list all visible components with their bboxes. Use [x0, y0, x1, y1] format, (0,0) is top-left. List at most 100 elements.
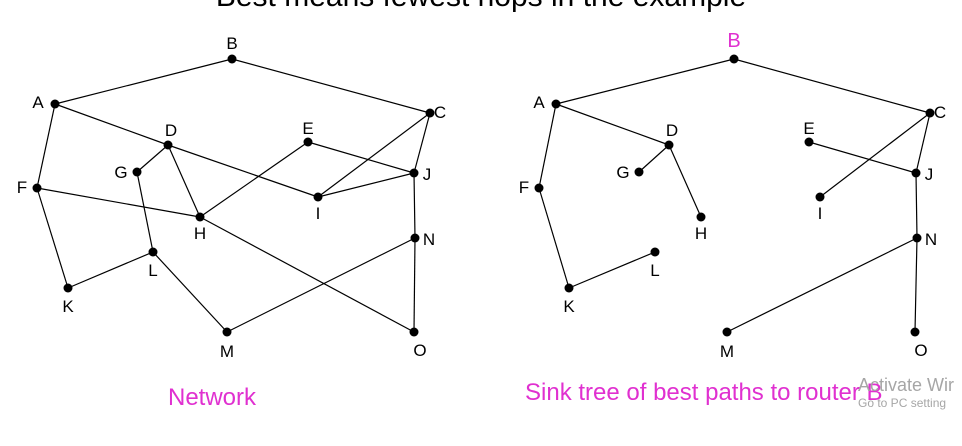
sink-tree-node-a	[551, 99, 561, 109]
network-node-m	[222, 327, 232, 337]
sink-tree-node-j	[911, 168, 921, 178]
network-node-d	[163, 140, 173, 150]
sink-tree-node-f	[534, 183, 544, 193]
sink-tree-node-l	[650, 247, 660, 257]
sink-tree-node-h	[696, 212, 706, 222]
network-edge-d-i	[167, 144, 319, 198]
sink-tree-edge-c-j	[915, 112, 931, 174]
sink-tree-edge-j-n	[915, 172, 918, 239]
sink-tree-edge-m-n	[726, 237, 918, 333]
sink-tree-edge-a-b	[555, 58, 735, 105]
network-label-e: E	[302, 119, 313, 138]
sink-tree-edge-d-h	[668, 144, 702, 218]
network-node-g	[132, 167, 142, 177]
network-edge-h-o	[199, 216, 415, 333]
sink-tree-edge-e-j	[808, 141, 917, 174]
network-label-f: F	[17, 178, 27, 197]
network-node-o	[409, 327, 419, 337]
network-edge-e-j	[307, 141, 415, 174]
network-label-g: G	[114, 163, 127, 182]
sink-tree-label-g: G	[616, 163, 629, 182]
network-edge-g-l	[136, 171, 154, 253]
network-label-n: N	[423, 230, 435, 249]
network-label-m: M	[220, 342, 234, 361]
network-edge-d-g	[136, 144, 169, 173]
sink-tree-label-m: M	[720, 342, 734, 361]
network-label-a: A	[32, 93, 44, 112]
sink-tree-label-o: O	[914, 341, 927, 360]
network-label-c: C	[434, 103, 446, 122]
network-label-i: I	[316, 204, 321, 223]
activation-watermark: Activate Wir Go to PC setting	[858, 375, 954, 410]
sink-tree-node-b	[729, 54, 739, 64]
sink-tree-label-n: N	[925, 230, 937, 249]
network-node-c	[425, 108, 435, 118]
network-edge-a-f	[36, 103, 56, 189]
sink-tree-edge-c-i	[819, 112, 931, 198]
network-edge-f-k	[36, 187, 69, 289]
sink-tree-label-k: K	[563, 297, 575, 316]
network-edge-a-b	[54, 58, 233, 105]
sink-tree-node-k	[564, 283, 574, 293]
network-edge-m-n	[226, 237, 416, 333]
network-node-l	[148, 247, 158, 257]
sink-tree-label-e: E	[803, 119, 814, 138]
network-edge-j-n	[413, 172, 416, 239]
network-node-b	[227, 54, 237, 64]
sink-tree-node-c	[925, 108, 935, 118]
sink-tree-label-d: D	[666, 121, 678, 140]
sink-tree-label-j: J	[925, 165, 934, 184]
network-label-h: H	[194, 224, 206, 243]
sink-tree-node-e	[804, 137, 814, 147]
sink-tree-node-m	[722, 327, 732, 337]
sink-tree-edge-d-g	[638, 144, 670, 173]
sink-tree-edge-k-l	[568, 251, 656, 289]
sink-tree-label-f: F	[519, 178, 529, 197]
network-edge-d-h	[167, 144, 201, 218]
network-label-k: K	[62, 297, 74, 316]
watermark-line-2: Go to PC setting	[858, 396, 947, 410]
network-edge-h-e	[199, 141, 309, 218]
sink-tree-label-h: H	[695, 224, 707, 243]
network-node-i	[313, 192, 323, 202]
network-edge-c-j	[413, 112, 431, 174]
sink-tree-node-o	[910, 327, 920, 337]
sink-tree-label-l: L	[650, 261, 659, 280]
network-label-b: B	[226, 34, 237, 53]
sink-tree-node-g	[634, 167, 644, 177]
sink-tree-node-d	[664, 140, 674, 150]
network-graph: A B C D E F G H I J K L M N O	[17, 34, 446, 361]
sink-tree-edge-n-o	[914, 237, 918, 333]
network-edge-k-l	[67, 251, 154, 289]
sink-tree-label-a: A	[533, 93, 545, 112]
network-label-d: D	[165, 121, 177, 140]
network-edge-a-d	[54, 103, 169, 146]
sink-tree-edge-f-k	[538, 187, 570, 289]
network-label-o: O	[413, 341, 426, 360]
sink-tree-caption: Sink tree of best paths to router B	[525, 379, 883, 406]
network-label-l: L	[148, 261, 157, 280]
sink-tree-node-i	[815, 192, 825, 202]
network-node-n	[410, 233, 420, 243]
slide-title: Best means fewest hops in the example	[0, 0, 962, 14]
network-node-f	[32, 183, 42, 193]
network-node-k	[63, 283, 73, 293]
network-node-j	[409, 168, 419, 178]
sink-tree-label-i: I	[818, 204, 823, 223]
sink-tree-graph: A B C D E F G H I J K L M N O	[519, 30, 946, 361]
network-edge-f-h	[36, 187, 201, 218]
watermark-line-1: Activate Wir	[858, 375, 955, 395]
network-node-h	[195, 212, 205, 222]
network-edge-c-i	[317, 112, 431, 198]
sink-tree-label-b: B	[727, 30, 740, 52]
network-node-a	[50, 99, 60, 109]
sink-tree-edge-a-d	[555, 103, 670, 146]
network-caption: Network	[168, 384, 257, 411]
network-label-j: J	[423, 165, 432, 184]
sink-tree-label-c: C	[934, 103, 946, 122]
network-edge-b-c	[231, 58, 431, 114]
network-node-e	[303, 137, 313, 147]
network-edge-l-m	[152, 251, 228, 333]
network-edge-i-j	[317, 172, 415, 198]
